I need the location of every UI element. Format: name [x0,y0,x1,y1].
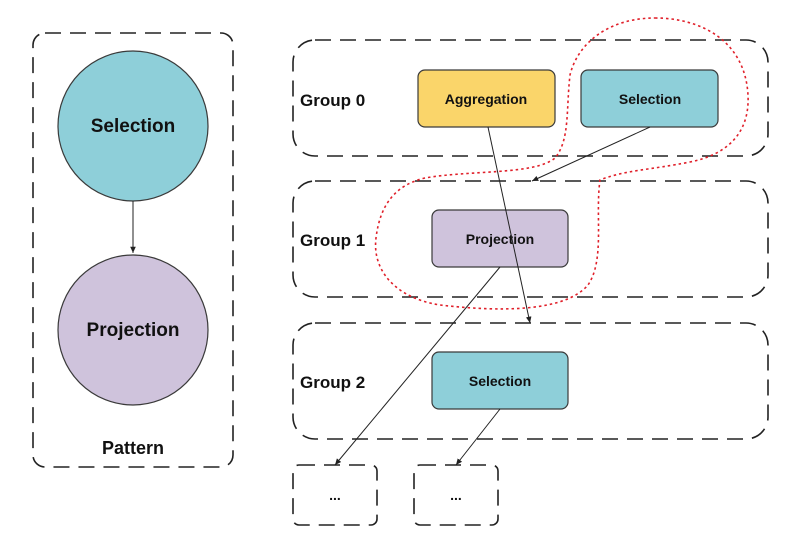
group-2-node-selection-label: Selection [469,373,531,389]
edge-aggregation-to-group-2 [487,126,532,324]
match-highlight-outline [374,17,749,310]
placeholder-label-2: ... [450,487,462,503]
placeholder-label-1: ... [329,487,341,503]
group-2-box [292,322,769,440]
pattern-node-projection [57,254,209,406]
edge-selection-to-placeholder-2 [455,408,501,466]
group-2-label: Group 2 [300,373,365,392]
edge-projection-to-placeholder-1 [334,266,501,466]
group-0-label: Group 0 [300,91,365,110]
group-0-box [292,39,769,157]
group-1-box [292,180,769,298]
pattern-panel [32,32,234,468]
group-0-node-aggregation [417,69,556,128]
pattern-label: Pattern [102,438,164,458]
group-0-node-aggregation-label: Aggregation [445,91,527,107]
pattern-node-projection-label: Projection [87,320,180,341]
group-1-node-projection-label: Projection [466,231,534,247]
pattern-node-selection-label: Selection [91,116,175,137]
group-0-node-selection-label: Selection [619,91,681,107]
group-1-label: Group 1 [300,231,365,250]
edge-selection-to-group-1 [531,126,651,182]
